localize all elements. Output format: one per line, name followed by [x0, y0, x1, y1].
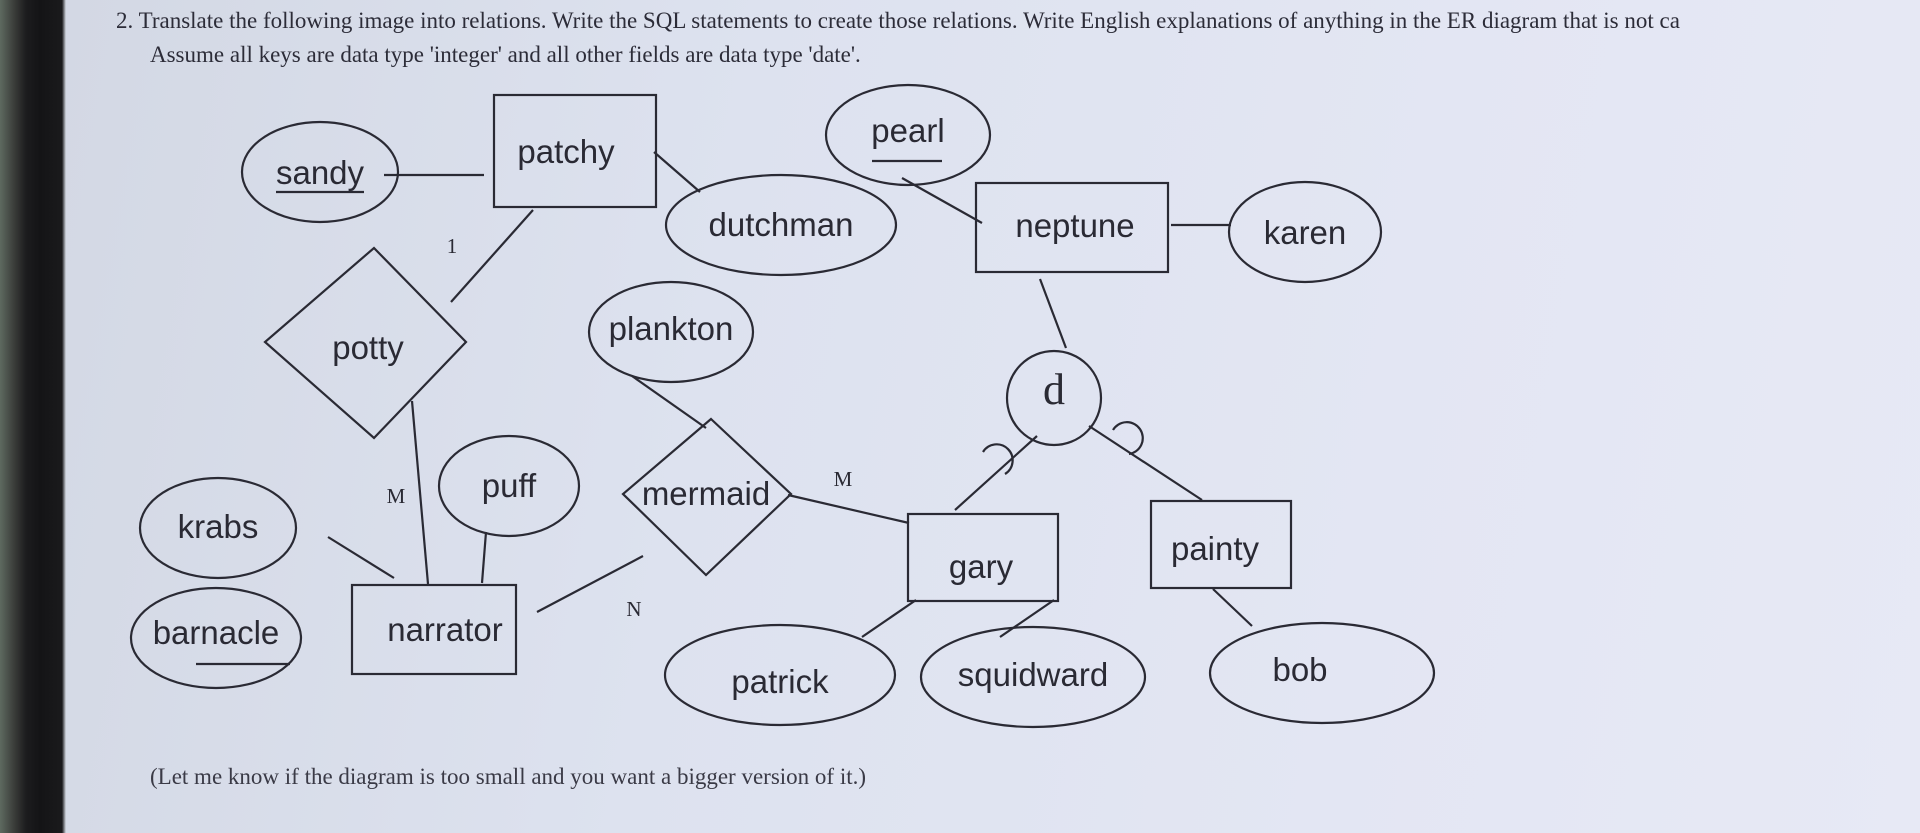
entities: patchy neptune narrator gary painty	[350, 93, 1293, 676]
entity-narrator	[350, 583, 518, 676]
edge-puff-narrator	[480, 531, 488, 584]
relationships: potty mermaid	[263, 246, 793, 577]
attribute-label-bob: bob	[1272, 651, 1327, 688]
footnote: (Let me know if the diagram is too small…	[150, 764, 867, 789]
entity-patchy	[492, 93, 658, 209]
entity-label-painty: painty	[1171, 530, 1260, 567]
cardinality-potty-narrator: M	[387, 484, 406, 508]
cardinality-potty-patchy: 1	[447, 234, 458, 258]
attribute-patrick	[663, 623, 897, 727]
attribute-squidward	[919, 625, 1147, 729]
edge-plankton-mermaid	[631, 375, 707, 429]
cardinality-mermaid-narrator: N	[626, 597, 641, 621]
entity-label-narrator: narrator	[387, 611, 503, 648]
attribute-label-karen: karen	[1264, 214, 1347, 251]
edge-potty-narrator	[410, 400, 430, 585]
subset-symbol-painty	[1112, 421, 1144, 456]
attribute-label-patrick: patrick	[731, 663, 829, 700]
edge-d-gary	[954, 435, 1038, 511]
entity-gary	[906, 512, 1060, 603]
attribute-label-sandy: sandy	[276, 154, 365, 191]
cardinalities: 1 M M N	[387, 234, 853, 621]
attributes: sandy pearl dutchman karen plankton puff…	[129, 83, 1436, 729]
attribute-bob	[1208, 621, 1436, 725]
attribute-label-krabs: krabs	[178, 508, 259, 545]
relationship-label-mermaid: mermaid	[642, 475, 770, 512]
attribute-dutchman	[664, 173, 898, 277]
attribute-krabs	[138, 476, 298, 580]
specialization: d	[1005, 349, 1103, 447]
entity-label-gary: gary	[949, 548, 1014, 585]
attribute-plankton	[587, 280, 755, 384]
attribute-label-pearl: pearl	[871, 112, 944, 149]
entity-label-patchy: patchy	[517, 133, 615, 170]
entity-label-neptune: neptune	[1015, 207, 1134, 244]
entity-neptune	[974, 181, 1170, 274]
cardinality-mermaid-gary: M	[834, 467, 853, 491]
diagram-edges	[327, 151, 1253, 638]
attribute-barnacle	[129, 586, 303, 690]
edge-patchy-potty	[450, 209, 534, 303]
subset-symbol-gary	[982, 443, 1014, 475]
document-page: 2. Translate the following image into re…	[66, 0, 1920, 833]
attribute-label-puff: puff	[482, 467, 537, 504]
attribute-label-plankton: plankton	[609, 310, 734, 347]
edge-neptune-d	[1038, 278, 1068, 349]
attribute-puff	[437, 434, 581, 538]
edge-krabs-narrator	[327, 536, 395, 579]
entity-painty	[1149, 499, 1293, 590]
attribute-label-barnacle: barnacle	[153, 614, 280, 651]
edge-d-painty	[1088, 425, 1203, 501]
er-diagram: sandy pearl dutchman karen plankton puff…	[129, 83, 1436, 729]
attribute-pearl	[824, 83, 992, 187]
question-text-line-1: 2. Translate the following image into re…	[116, 8, 1680, 33]
specialization-label: d	[1043, 365, 1065, 414]
edge-gary-patrick	[861, 599, 917, 638]
attribute-sandy	[240, 120, 400, 224]
edge-gary-squidward	[999, 599, 1055, 638]
relationship-potty	[263, 246, 468, 440]
disjoint-specialization-circle	[1005, 349, 1103, 447]
attribute-karen	[1227, 180, 1383, 284]
edge-narrator-mermaid	[536, 555, 644, 613]
edge-painty-bob	[1212, 588, 1253, 627]
relationship-label-potty: potty	[332, 329, 404, 366]
edge-mermaid-gary	[787, 493, 910, 525]
edge-patchy-dutchman	[653, 151, 701, 193]
relationship-mermaid	[621, 417, 793, 577]
attribute-label-dutchman: dutchman	[709, 206, 854, 243]
question-text-line-2: Assume all keys are data type 'integer' …	[150, 42, 861, 67]
attribute-label-squidward: squidward	[958, 656, 1108, 693]
